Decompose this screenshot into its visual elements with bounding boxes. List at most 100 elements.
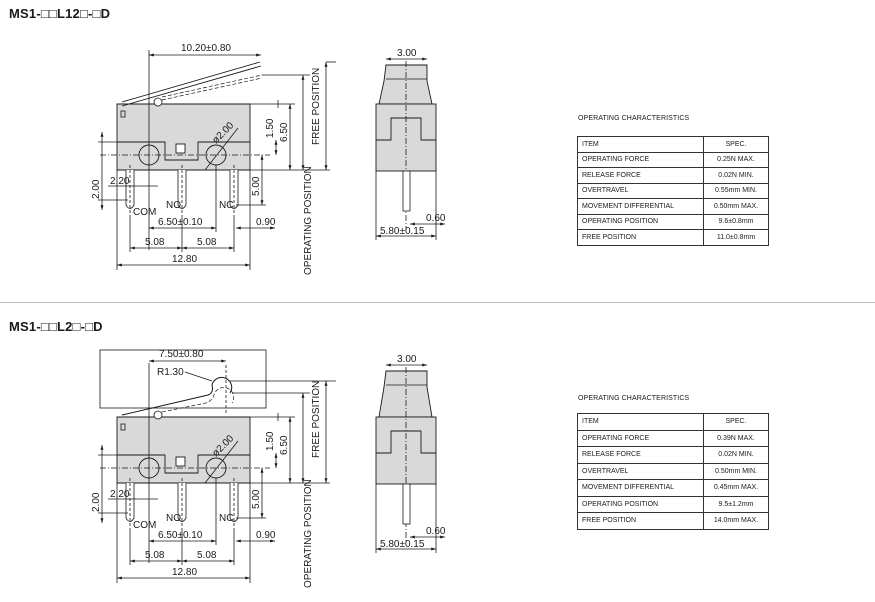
arrowhead — [410, 535, 415, 539]
pin-com — [125, 483, 135, 522]
row-spec: 9.5±1.2mm — [703, 495, 769, 513]
no-label: NO — [166, 513, 181, 524]
header-spec: SPEC. — [703, 413, 769, 431]
free-position-box — [99, 349, 267, 409]
arrowhead — [100, 132, 104, 137]
pitch-label: 6.50±0.10 — [158, 217, 203, 228]
arrowhead — [182, 559, 187, 563]
pin-thickness-label: 0.60 — [426, 213, 446, 224]
d500-label: 5.00 — [251, 176, 262, 196]
arrowhead — [288, 104, 292, 109]
row-spec: 0.45mm MAX. — [703, 479, 769, 497]
lever-operated — [161, 74, 263, 101]
arrowhead — [100, 518, 104, 523]
header-item: ITEM — [577, 136, 704, 153]
d508-label: 5.08 — [197, 550, 217, 561]
table-1-title: OPERATING CHARACTERISTICS — [578, 115, 690, 122]
arrowhead — [177, 246, 182, 250]
arrowhead — [422, 57, 427, 61]
arrowhead — [440, 222, 445, 226]
side-pin — [402, 170, 411, 212]
side-body — [375, 416, 437, 485]
nc-label: NC — [219, 200, 233, 211]
d500-label: 5.00 — [251, 489, 262, 509]
row-spec: 0.39N MAX. — [703, 429, 769, 447]
operating-position-label: OPERATING POSITION — [303, 166, 314, 275]
arrowhead — [260, 513, 264, 518]
arrowhead — [324, 478, 328, 483]
overall-width-label: 12.80 — [172, 567, 197, 578]
arrowhead — [130, 246, 135, 250]
arrowhead — [440, 535, 445, 539]
arrowhead — [431, 547, 436, 551]
d508-label: 5.08 — [197, 237, 217, 248]
arrowhead — [245, 263, 250, 267]
height-label: 6.50 — [279, 122, 290, 142]
roller-lever — [121, 376, 233, 416]
arrowhead — [422, 363, 427, 367]
row-item: OPERATING POSITION — [577, 495, 704, 513]
row-spec: 0.50mm MAX. — [703, 198, 769, 215]
pin-no — [177, 483, 187, 522]
arrowhead — [211, 226, 216, 230]
row-spec: 14.0mm MAX. — [703, 512, 769, 530]
arrowhead — [117, 263, 122, 267]
lever-pivot — [120, 110, 126, 118]
height-label: 6.50 — [279, 435, 290, 455]
arrowhead — [260, 200, 264, 205]
d200-label: 2.00 — [91, 179, 102, 199]
overall-width-label: 12.80 — [172, 254, 197, 265]
d508-label: 5.08 — [145, 237, 165, 248]
pin-no — [177, 170, 187, 209]
row-item: OVERTRAVEL — [577, 462, 704, 480]
arrowhead — [274, 453, 278, 458]
pitch-label: 6.50±0.10 — [158, 530, 203, 541]
plunger — [378, 64, 433, 105]
arrowhead — [301, 393, 305, 398]
arrowhead — [376, 547, 381, 551]
arrowhead — [149, 226, 154, 230]
table-2-title: OPERATING CHARACTERISTICS — [578, 395, 690, 402]
row-spec: 0.02N MIN. — [703, 167, 769, 184]
row-spec: 0.55mm MIN. — [703, 182, 769, 199]
side-top-label: 3.00 — [397, 354, 417, 365]
arrowhead — [376, 234, 381, 238]
lever-hinge — [153, 410, 163, 420]
arrowhead — [270, 226, 275, 230]
row-item: OPERATING FORCE — [577, 429, 704, 447]
arrowhead — [100, 445, 104, 450]
arrowhead — [301, 165, 305, 170]
lever-length-label: 7.50±0.80 — [159, 349, 204, 360]
row-item: MOVEMENT DIFFERENTIAL — [577, 479, 704, 497]
arrowhead — [182, 246, 187, 250]
arrowhead — [386, 363, 391, 367]
radius-leader — [184, 371, 213, 382]
com-label: COM — [133, 207, 156, 218]
arrowhead — [324, 62, 328, 67]
lever-pivot — [120, 423, 126, 431]
com-label: COM — [133, 520, 156, 531]
side-pin — [402, 483, 411, 525]
d220-label: 2.20 — [110, 176, 130, 187]
arrowhead — [177, 559, 182, 563]
arrowhead — [221, 359, 226, 363]
arrowhead — [324, 165, 328, 170]
section-1-title: MS1-□□L12□-□D — [9, 6, 111, 21]
row-item: OVERTRAVEL — [577, 182, 704, 199]
body-notch — [117, 141, 250, 161]
row-item: FREE POSITION — [577, 229, 704, 246]
d150-label: 1.50 — [265, 118, 276, 138]
